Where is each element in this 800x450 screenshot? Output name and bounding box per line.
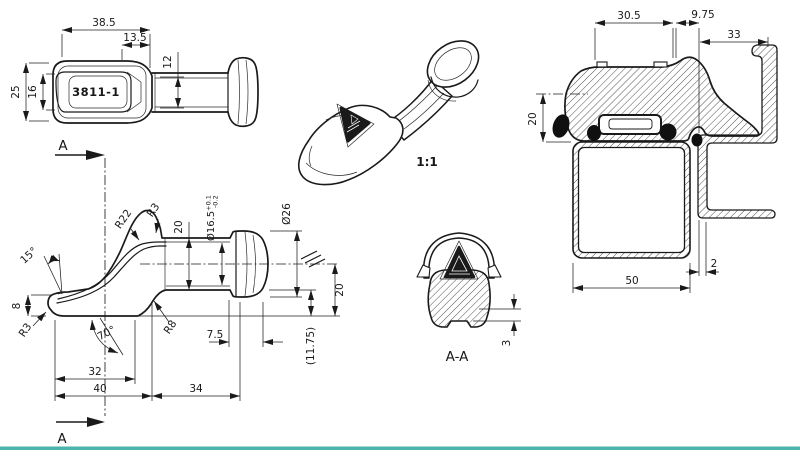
aa-logo-triangle-icon (443, 245, 476, 279)
dim-ramp-angle: 70° (96, 324, 118, 343)
seal-pocket-left (587, 125, 601, 141)
iso-cap (426, 40, 480, 88)
dim-lip-height: 3 (501, 340, 513, 347)
seal-corner (691, 133, 703, 147)
end-cap-outline (227, 56, 259, 128)
dim-cap-length: 7.5 (207, 329, 224, 341)
aa-body (427, 269, 491, 328)
iso-grip (297, 104, 404, 186)
dim-shaft-dia: Ø16.5+0.1-0.2 (205, 195, 220, 241)
dim-inner-width: 16 (27, 85, 39, 99)
section-aa-view: 3 A-A (416, 232, 521, 365)
latch-pocket-inner (608, 118, 653, 130)
seal-pocket-right (659, 123, 677, 141)
label-panel (55, 71, 132, 113)
window-edge-strip (0, 446, 800, 450)
dim-tip-angle: 15° (18, 245, 40, 266)
part-number-label: 3811-1 (72, 85, 120, 99)
dim-len-34: 34 (189, 383, 203, 395)
dim-sheet-thickness: 2 (711, 258, 718, 270)
dim-shaft-dia-value: Ø16.5 (205, 211, 217, 241)
dim-len-40: 40 (93, 383, 106, 395)
iso-logo-triangle-icon (339, 106, 371, 143)
dim-top-width: 30.5 (617, 10, 640, 22)
top-view: 3811-1 38.5 13.5 12 25 16 (10, 17, 259, 128)
grip-body-outline (52, 60, 153, 124)
iso-logo-detail (346, 114, 361, 133)
mounted-section-view: 30.5 9.75 33 20 50 2 (527, 9, 778, 293)
square-tube-inner (577, 146, 686, 254)
dim-shaft-dia-tol-upper: +0.1 (205, 195, 213, 211)
dim-tube-width: 50 (625, 275, 638, 287)
dim-r8: R8 (162, 318, 180, 336)
aa-foot-right (487, 264, 502, 278)
dim-len-32: 32 (88, 366, 101, 378)
section-cut-marks: A A (55, 138, 106, 447)
dim-shaft-dia-tol-lower: -0.2 (212, 195, 220, 208)
iso-logo-outline (336, 103, 375, 148)
dim-cap-dia: Ø26 (281, 203, 293, 225)
handle-tab-left (596, 61, 608, 68)
cut-label-top: A (58, 138, 68, 154)
dim-total-length: 38.5 (92, 17, 115, 29)
aa-shell-band (422, 232, 496, 279)
scale-note: 1:1 (416, 155, 438, 169)
dim-body-width: 25 (10, 85, 22, 98)
aa-foot-left (416, 264, 431, 278)
side-view: R22 R3 20 Ø16.5+0.1-0.2 Ø26 15° 8 R3 70°… (11, 195, 346, 401)
iso-shaft (387, 78, 453, 141)
dim-handle-height: 20 (527, 112, 539, 125)
dim-ref-height: (11.75) (305, 327, 317, 365)
iso-view: 1:1 (297, 40, 480, 186)
aa-logo-outline (439, 240, 479, 280)
seal-left (552, 114, 570, 138)
grip-inner-contour (57, 65, 147, 119)
dim-tip-height: 8 (11, 303, 23, 310)
section-arrow-top (86, 150, 105, 160)
hook-profile-outline (47, 209, 269, 317)
section-label: A-A (446, 349, 470, 365)
label-panel-inner (68, 75, 128, 109)
dim-neck-width: 12 (162, 55, 174, 68)
sheet-bracket (697, 44, 778, 219)
handle-tab-right (653, 61, 668, 68)
dim-gap-width: 9.75 (691, 9, 714, 21)
dim-drop-height: 20 (334, 283, 346, 296)
section-arrow-bottom (87, 417, 105, 427)
cut-label-bottom: A (57, 431, 67, 447)
dim-shaft-od: 20 (173, 220, 185, 233)
dim-flange-width: 33 (727, 29, 740, 41)
dim-taper-length: 13.5 (123, 32, 146, 44)
dim-r3-top: R3 (145, 201, 163, 219)
surface-mark-icon (300, 250, 326, 268)
aa-logo-detail (449, 255, 470, 275)
dim-r3-tip: R3 (17, 321, 35, 339)
